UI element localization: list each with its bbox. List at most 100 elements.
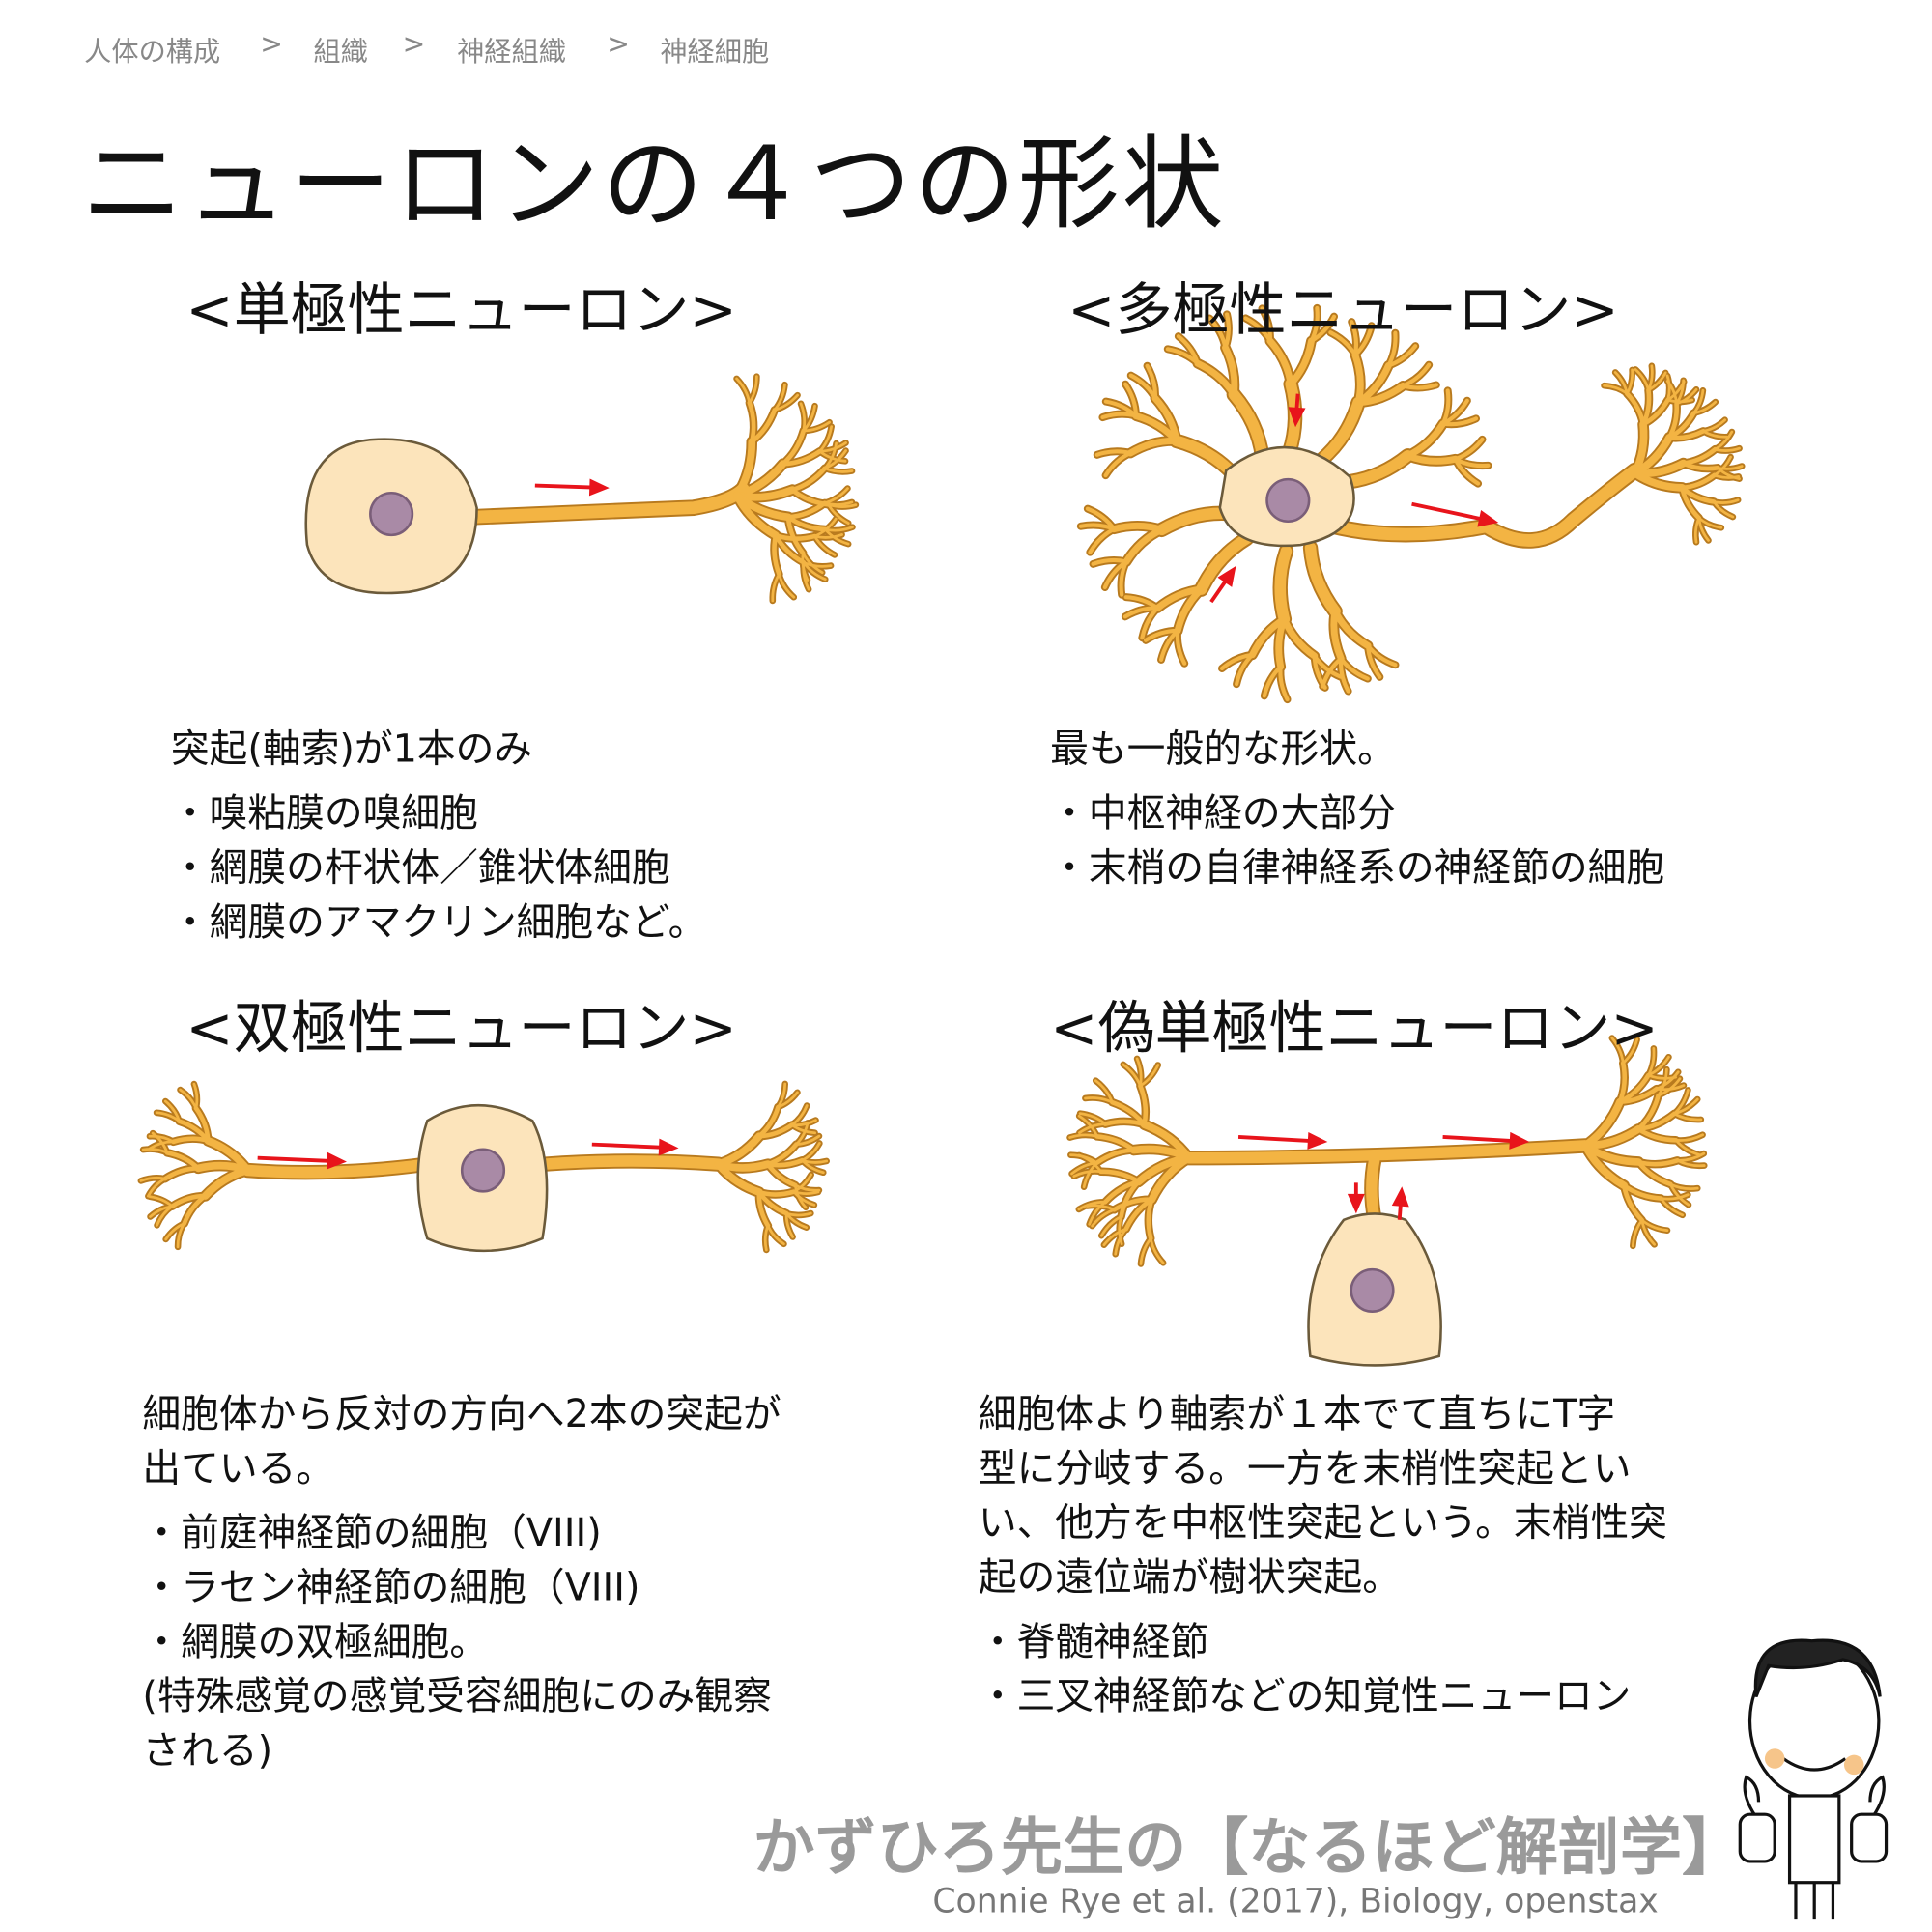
dendrite — [1085, 1204, 1116, 1211]
dendrite — [1091, 557, 1129, 566]
heading-bipolar: <双極性ニューロン> — [185, 994, 737, 1062]
dendrite — [1657, 1077, 1682, 1097]
dendrite — [1692, 388, 1705, 415]
breadcrumb-item[interactable]: 神経細胞 — [660, 37, 770, 69]
breadcrumb-item[interactable]: 神経組織 — [457, 37, 566, 69]
dendrite — [1635, 1126, 1679, 1143]
dendrite — [1675, 387, 1698, 406]
dendrite — [763, 1224, 770, 1252]
dendrite — [781, 448, 822, 467]
dendrite — [1145, 363, 1158, 401]
dendrite — [735, 377, 752, 405]
dendrite — [1094, 1134, 1136, 1152]
dendrite — [1668, 1182, 1699, 1190]
dendrite — [749, 408, 778, 444]
dendrite — [1610, 1037, 1625, 1065]
dendrite — [1659, 1193, 1690, 1201]
dendrite — [1701, 418, 1726, 433]
dendrite — [1714, 430, 1734, 451]
dendrite — [1647, 1047, 1656, 1077]
dendrite — [1640, 397, 1670, 427]
dendrite — [1692, 400, 1718, 415]
dendrite — [714, 1160, 763, 1196]
dendrite — [785, 514, 806, 555]
nucleus — [1265, 477, 1311, 524]
dendrite — [771, 573, 781, 603]
process — [539, 1155, 724, 1170]
dendrite — [1339, 450, 1414, 489]
dendrite — [1123, 595, 1160, 611]
text-line: ・末梢の自律神経系の神経節の細胞 — [1050, 845, 1665, 891]
axon — [1182, 1140, 1591, 1164]
dendrite — [1697, 516, 1723, 529]
dendrite — [777, 1091, 799, 1109]
dendrite — [1274, 545, 1293, 625]
dendrite — [164, 1151, 201, 1171]
signal-arrow-icon — [1347, 1182, 1365, 1214]
dendrite — [1676, 1158, 1706, 1168]
text-line: ・前庭神経節の細胞（VIII) — [142, 1511, 602, 1556]
dendrite — [792, 1190, 816, 1207]
signal-arrow-icon — [1288, 393, 1306, 428]
process — [242, 1158, 434, 1179]
dendrite — [1153, 585, 1206, 611]
heading-multipolar: <多極性ニューロン> — [1067, 275, 1619, 344]
dendrite — [1309, 314, 1337, 344]
dendrite — [1404, 452, 1460, 465]
dendrite — [823, 449, 847, 470]
dendrite — [1716, 466, 1741, 481]
text-line: ・三叉神経節などの知覚性ニューロン — [978, 1674, 1632, 1719]
dendrite — [793, 1183, 821, 1192]
dendrite — [818, 441, 847, 453]
dendrite — [1077, 1200, 1107, 1211]
heading-pseudounipolar: <偽単極性ニューロン> — [1050, 994, 1659, 1062]
dendrite — [813, 517, 838, 538]
breadcrumb-item[interactable]: 組織 — [313, 37, 368, 69]
dendrite — [1148, 1153, 1193, 1204]
signal-arrow-icon — [591, 1138, 679, 1156]
dendrite — [1139, 1064, 1160, 1088]
dendrite — [1249, 615, 1288, 659]
dendrite — [801, 1142, 821, 1162]
dendrite — [1603, 384, 1629, 395]
dendrite — [1143, 628, 1180, 642]
dendrite — [773, 393, 799, 412]
dendrite — [1621, 1037, 1639, 1065]
dendrite — [1701, 429, 1729, 439]
dendrite — [148, 1134, 175, 1144]
dendrite — [1665, 374, 1671, 402]
text-line: 型に分岐する。一方を末梢性突起とい — [978, 1446, 1632, 1492]
dendrite — [773, 383, 786, 412]
signal-arrow-icon — [1209, 565, 1236, 604]
dendrite — [766, 1224, 785, 1246]
dendrite — [1453, 457, 1481, 486]
dendrite — [1674, 1133, 1704, 1142]
dendrite — [1713, 473, 1741, 479]
dendrite — [1088, 1200, 1107, 1226]
breadcrumb-item[interactable]: 人体の構成 — [84, 37, 221, 69]
text-line: 突起(軸索)が1本のみ — [170, 726, 533, 772]
dendrite — [1674, 1138, 1701, 1156]
dendrite — [192, 1082, 199, 1110]
dendrite — [1110, 522, 1166, 533]
dendrite — [201, 1166, 252, 1200]
heading-unipolar: <単極性ニューロン> — [185, 275, 737, 344]
signal-arrow-icon — [257, 1151, 347, 1170]
dendrite — [1714, 446, 1741, 452]
dendrite — [1140, 606, 1160, 640]
dendrite — [1102, 1179, 1141, 1205]
dendrite — [1440, 416, 1479, 427]
dendrite — [1110, 1099, 1147, 1127]
brand-footer: かずひろ先生の【なるほど解剖学】 — [753, 1811, 1745, 1884]
dendrite — [1659, 1197, 1685, 1217]
dendrite — [784, 1211, 794, 1238]
dendrite — [151, 1131, 169, 1154]
description-bipolar: 細胞体から反対の方向へ2本の突起が 出ている。 ・前庭神経節の細胞（VIII) … — [142, 1387, 781, 1778]
dendrite — [1321, 656, 1344, 689]
dendrite — [1631, 1218, 1644, 1248]
dendrite — [1222, 344, 1238, 398]
text-line: ・ラセン神経節の細胞（VIII) — [142, 1565, 640, 1610]
text-line: ・中枢神経の大部分 — [1050, 791, 1396, 837]
